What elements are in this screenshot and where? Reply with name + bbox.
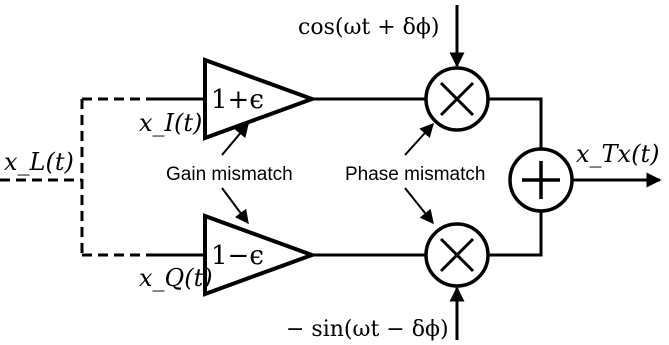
adder — [508, 147, 574, 213]
gain-arrow-up — [221, 122, 249, 156]
amplifier-q — [203, 213, 318, 297]
i-to-adder-line — [488, 97, 543, 149]
branch-i-label: x_I(t) — [139, 109, 202, 137]
mixer-i — [424, 66, 490, 132]
phase-arrow-up — [404, 122, 434, 156]
phase-arrow-down — [404, 187, 434, 225]
gain-mismatch-label: Gain mismatch — [166, 164, 293, 185]
amp-top-gain: 1+ϵ — [211, 85, 264, 115]
amplifier-i — [203, 57, 318, 141]
branch-q-label: x_Q(t) — [139, 264, 213, 292]
input-splitter — [0, 97, 205, 257]
gain-arrow-down — [221, 187, 249, 225]
amp-bottom-gain: 1−ϵ — [211, 241, 264, 271]
q-to-adder-line — [488, 210, 543, 257]
phase-mismatch-label: Phase mismatch — [345, 164, 485, 185]
output-label: x_Tx(t) — [576, 140, 659, 168]
lo-top-label: cos(ωt + δϕ) — [298, 15, 439, 40]
lo-bottom-label: − sin(ωt − δϕ) — [286, 317, 449, 342]
mixer-q — [424, 222, 490, 288]
input-label: x_L(t) — [4, 148, 74, 176]
